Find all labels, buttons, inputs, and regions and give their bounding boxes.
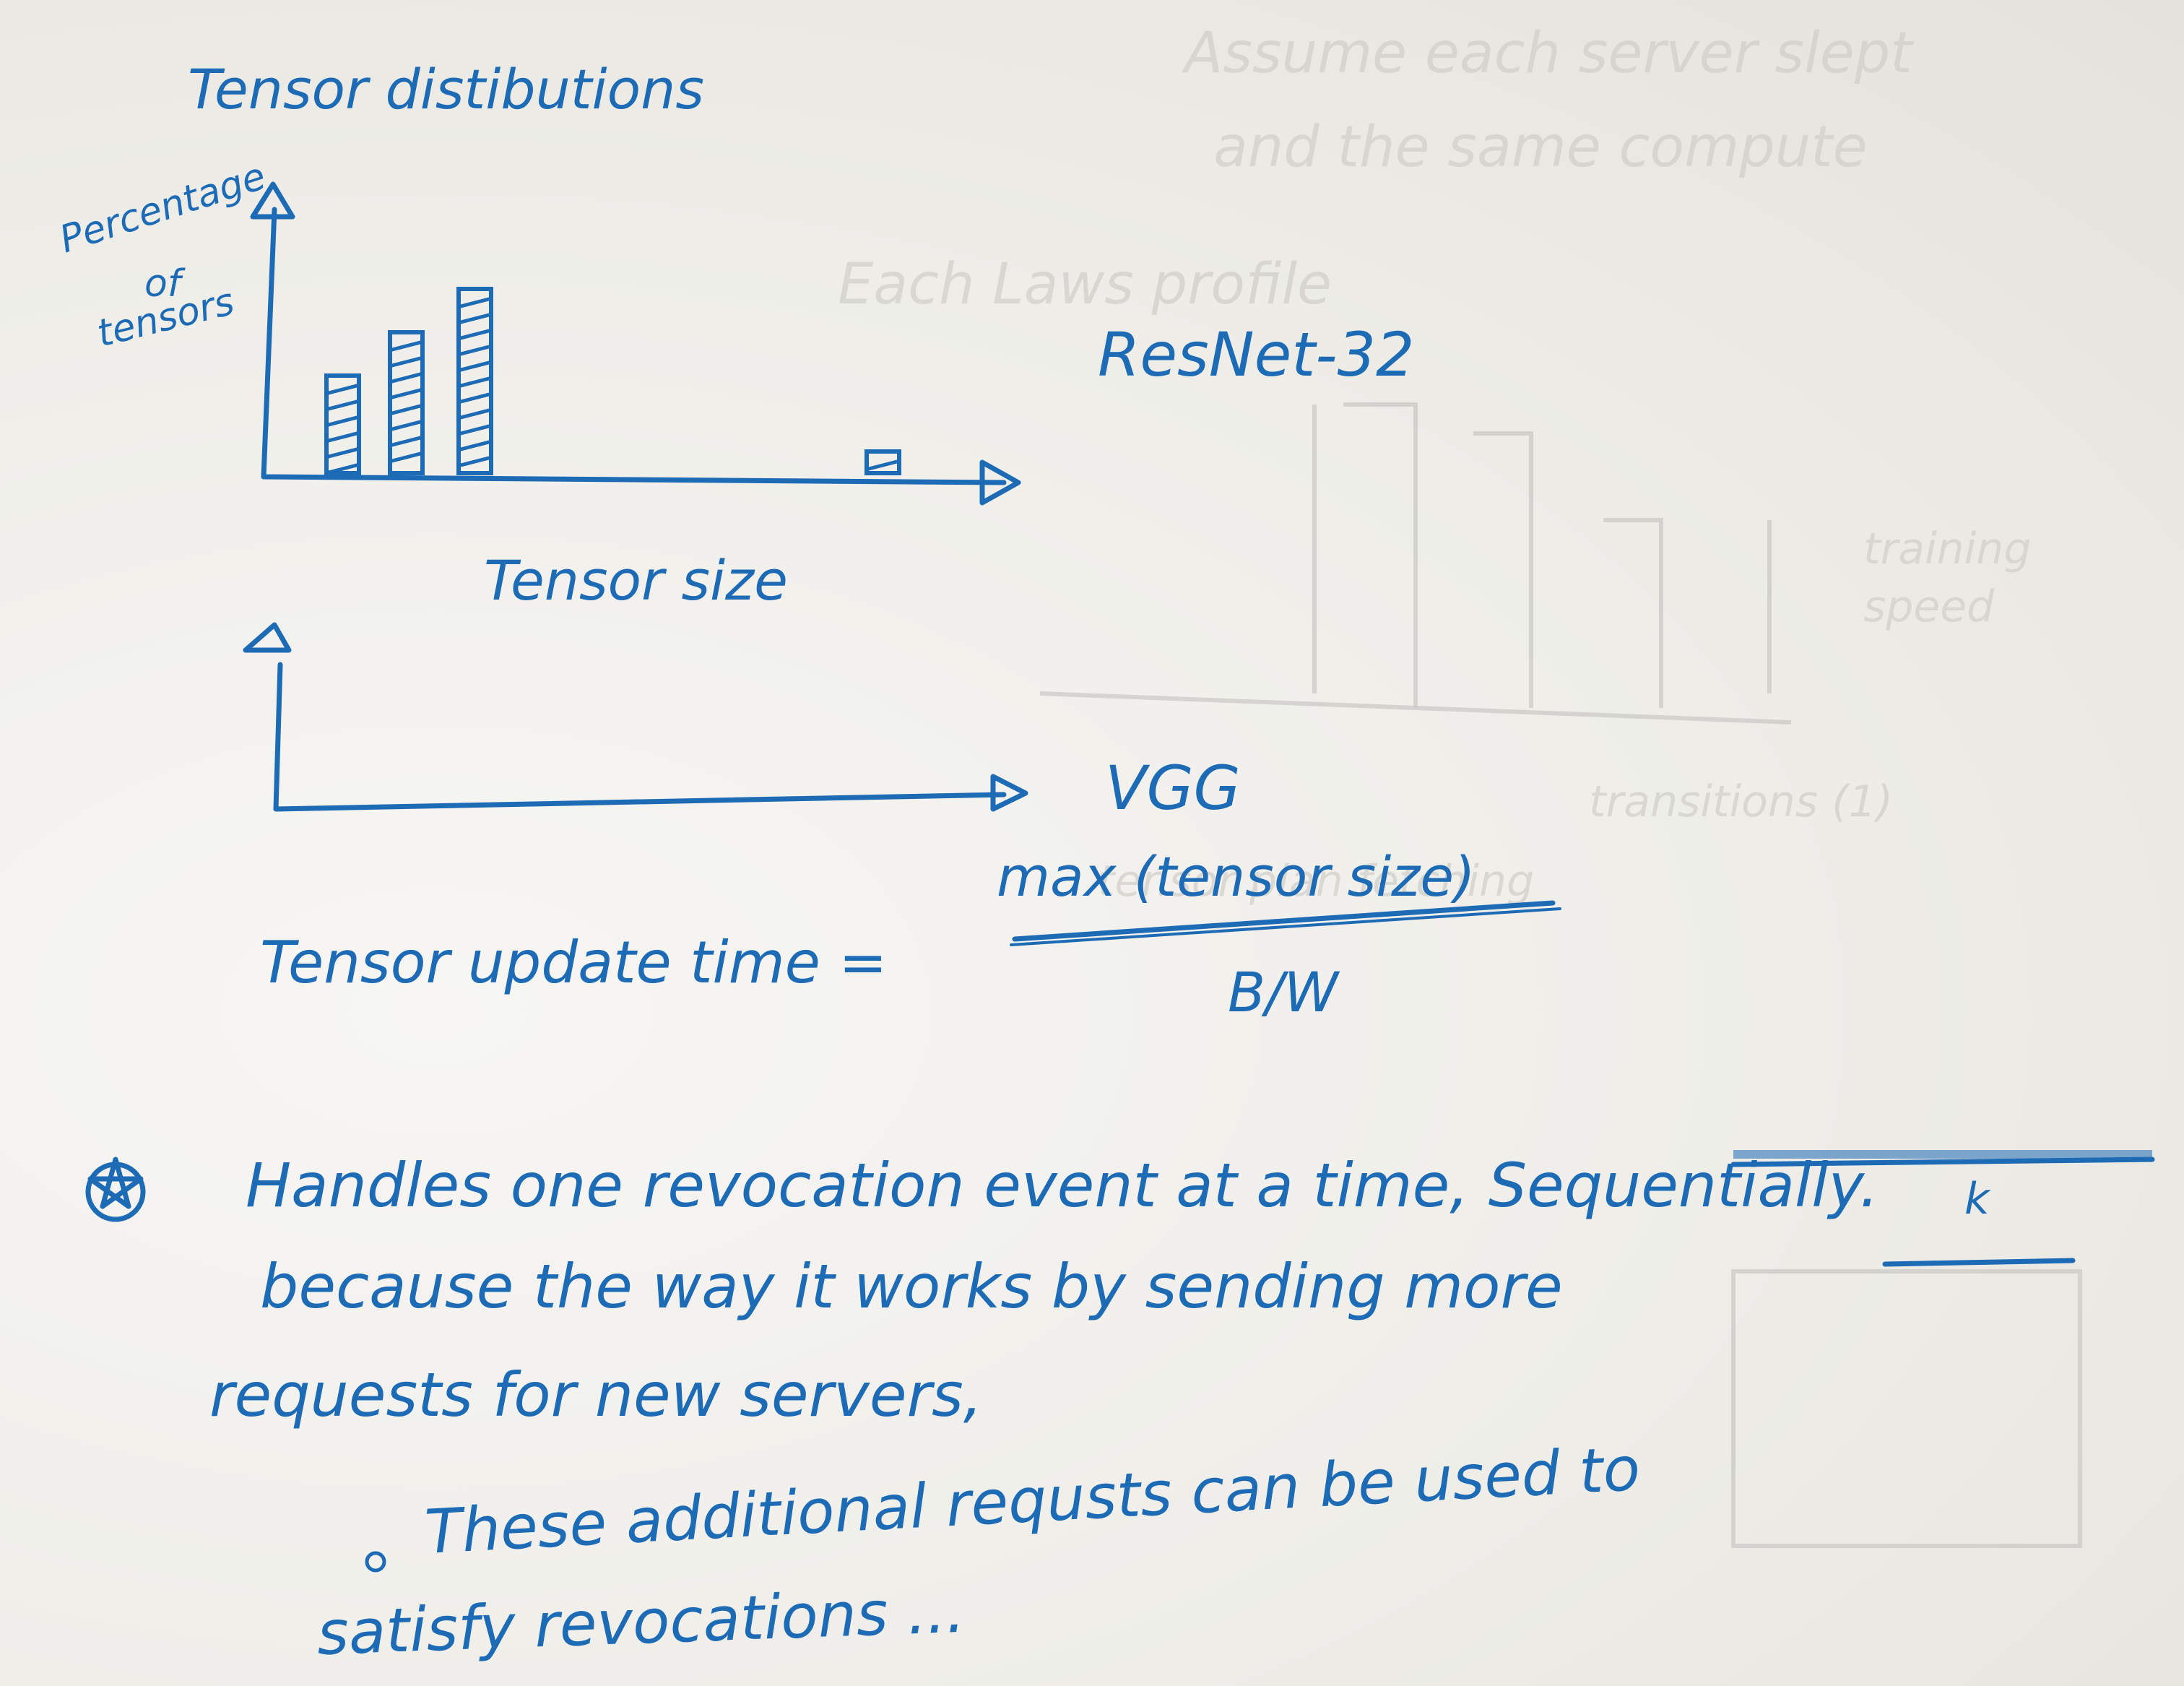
- chart1-bar-hatch: [459, 345, 491, 356]
- inserted-k: k: [1964, 1174, 1991, 1224]
- bleed-through-shapes: Assume each server slept and the same co…: [838, 21, 2082, 1548]
- chart2-y-arrow-icon: [243, 622, 292, 653]
- chart1-bar-hatch: [459, 376, 491, 388]
- chart1-bar-hatch: [326, 463, 359, 475]
- chart1-bar-hatch: [459, 297, 491, 308]
- chart1-bar-hatch: [390, 451, 422, 463]
- chart1-bar: [324, 373, 361, 475]
- chart2-model-label: VGG: [1105, 753, 1241, 823]
- chart1-bar-hatch: [459, 424, 491, 436]
- chart1-bar-hatch: [326, 447, 359, 459]
- sub-bullet-line2: satisfy revocations ...: [316, 1575, 966, 1669]
- notes-title: Tensor distibutions: [188, 57, 704, 121]
- formula-lhs: Tensor update time =: [260, 929, 887, 996]
- chart1-ylabel-line1: Percentage: [54, 155, 271, 261]
- chart1-bar: [864, 449, 901, 475]
- svg-text:transitions (1): transitions (1): [1589, 777, 1893, 827]
- chart1-bar-hatch: [390, 372, 422, 384]
- chart1-bar-hatch: [459, 360, 491, 372]
- star-bullet-icon: [85, 1157, 146, 1222]
- chart1-bar-hatch: [459, 440, 491, 451]
- chart1-bar-hatch: [390, 340, 422, 352]
- chart1-axis-lines: [261, 207, 1007, 485]
- chart1-bar: [456, 287, 493, 475]
- chart1-y-arrow-icon: [250, 181, 295, 220]
- chart1-bar-hatch: [459, 329, 491, 340]
- formula-fraction-bar: [1012, 900, 1556, 942]
- chart2-x-arrow-icon: [990, 774, 1028, 812]
- strike-through-line: [1882, 1258, 2076, 1267]
- chart1-bar-hatch: [390, 420, 422, 431]
- emphasis-scribble: [1733, 1150, 2152, 1159]
- sub-bullet-line1: These additional requsts can be used to: [423, 1433, 1642, 1568]
- formula: Tensor update time = max (tensor size) B…: [260, 844, 1561, 1024]
- svg-text:training: training: [1863, 524, 2031, 574]
- chart2-axis-lines: [273, 662, 1007, 812]
- emphasis-underline: [1730, 1157, 2155, 1167]
- chart1-ylabel-line2: of: [144, 262, 186, 306]
- bullet-note: Handles one revocation event at a time, …: [85, 1150, 2155, 1669]
- svg-text:Each Laws profile: Each Laws profile: [838, 252, 1332, 317]
- chart1-bar-hatch: [459, 408, 491, 420]
- bullet-line3: requests for new servers,: [209, 1359, 983, 1430]
- chart1-bar: [388, 330, 425, 475]
- sub-bullet-icon: [365, 1551, 386, 1573]
- chart1-bar-hatch: [459, 313, 491, 324]
- chart2-axes: [243, 622, 1028, 812]
- chart1-bar-hatch: [326, 415, 359, 427]
- bullet-line1: Handles one revocation event at a time, …: [246, 1150, 1878, 1221]
- svg-text:speed: speed: [1863, 582, 1995, 632]
- formula-denominator: B/W: [1228, 960, 1340, 1024]
- svg-text:tensor plan fetching: tensor plan fetching: [1098, 856, 1534, 907]
- struck-word: more: [1404, 1251, 1562, 1322]
- svg-text:and the same compute: and the same compute: [1213, 115, 1868, 180]
- chart1-bar-hatch: [326, 384, 359, 395]
- chart1-x-arrow-icon: [979, 459, 1021, 506]
- chart1-bar-hatch: [390, 388, 422, 399]
- chart1-axes: [250, 181, 1021, 506]
- bullet-line1-emphasis: Sequentially.: [1488, 1150, 1879, 1221]
- svg-text:Assume each server slept: Assume each server slept: [1181, 21, 1914, 86]
- chart1-xlabel: Tensor size: [484, 548, 788, 613]
- chart1-bar-hatch: [390, 404, 422, 415]
- bullet-line2: because the way it works by sending more: [260, 1251, 1563, 1322]
- formula-numerator: max (tensor size): [997, 844, 1476, 909]
- chart1-bar-hatch: [459, 392, 491, 404]
- chart1-bars: [324, 287, 901, 475]
- chart1-bar-hatch: [390, 436, 422, 447]
- chart1-model-label: ResNet-32: [1098, 319, 1414, 390]
- chart1-bar-hatch: [459, 456, 491, 467]
- chart1-bar-hatch: [867, 459, 899, 471]
- chart1-bar-hatch: [390, 356, 422, 368]
- chart1-bar-hatch: [326, 399, 359, 411]
- chart1-bar-hatch: [326, 431, 359, 443]
- chart1-ylabel: Percentage of tensors: [54, 155, 271, 356]
